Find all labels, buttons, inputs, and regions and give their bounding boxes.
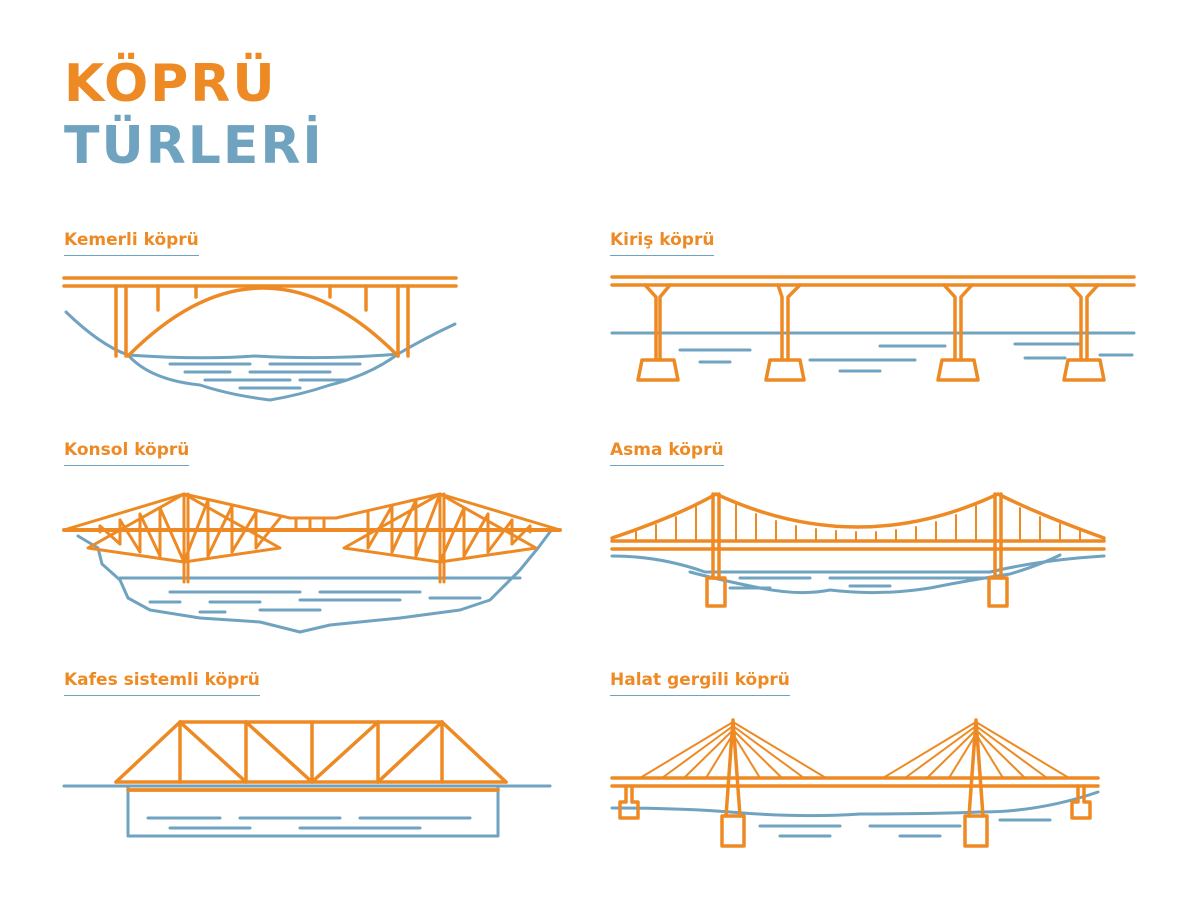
suspension-bridge-illustration — [610, 492, 1106, 608]
cable-stayed-bridge-illustration — [610, 718, 1100, 848]
label-cantilever-bridge: Konsol köprü — [64, 440, 190, 467]
truss-bridge-illustration — [62, 720, 552, 838]
label-truss-bridge: Kafes sistemli köprü — [64, 670, 260, 697]
label-beam-bridge: Kiriş köprü — [610, 230, 715, 257]
arch-bridge-illustration — [62, 276, 458, 402]
title-line-1: KÖPRÜ — [64, 54, 277, 114]
title-line-2: TÜRLERİ — [64, 116, 324, 176]
label-cable-stayed-bridge: Halat gergili köprü — [610, 670, 790, 697]
beam-bridge-illustration — [610, 275, 1136, 382]
cantilever-bridge-illustration — [62, 492, 562, 634]
label-arch-bridge: Kemerli köprü — [64, 230, 199, 257]
label-suspension-bridge: Asma köprü — [610, 440, 724, 467]
